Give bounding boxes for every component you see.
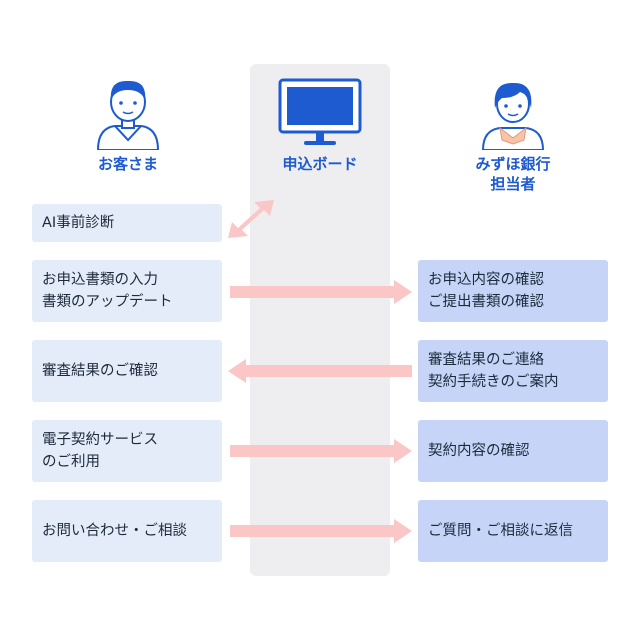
step-text: 電子契約サービス bbox=[42, 432, 158, 448]
arrow-left bbox=[228, 359, 412, 383]
board-column bbox=[250, 64, 390, 576]
step-ai-diagnosis: AI事前診断 bbox=[32, 204, 222, 242]
step-text: お申込内容の確認 bbox=[428, 272, 544, 288]
arrow-right bbox=[230, 280, 412, 304]
step-text: お申込書類の入力 bbox=[42, 272, 158, 288]
step-text: ご提出書類の確認 bbox=[428, 294, 544, 310]
staff-label-line2: 担当者 bbox=[490, 175, 536, 193]
board-actor: 申込ボード bbox=[260, 78, 380, 174]
step-review-result-notice: 審査結果のご連絡 契約手続きのご案内 bbox=[418, 340, 608, 402]
step-application-check: お申込内容の確認 ご提出書類の確認 bbox=[418, 260, 608, 322]
customer-actor: お客さま bbox=[78, 70, 178, 174]
step-contract-check: 契約内容の確認 bbox=[418, 420, 608, 482]
step-review-result-check: 審査結果のご確認 bbox=[32, 340, 222, 402]
monitor-icon bbox=[278, 78, 362, 145]
customer-avatar-icon bbox=[96, 80, 160, 150]
staff-avatar-icon bbox=[481, 82, 545, 150]
step-text: お問い合わせ・ご相談 bbox=[42, 523, 187, 539]
staff-actor: みずほ銀行 担当者 bbox=[463, 74, 563, 194]
step-text: のご利用 bbox=[42, 454, 100, 470]
step-text: 審査結果のご確認 bbox=[42, 363, 158, 379]
step-text: 書類のアップデート bbox=[42, 294, 173, 310]
arrow-right bbox=[230, 439, 412, 463]
step-inquiry: お問い合わせ・ご相談 bbox=[32, 500, 222, 562]
step-e-contract: 電子契約サービス のご利用 bbox=[32, 420, 222, 482]
step-text: AI事前診断 bbox=[42, 215, 115, 231]
step-text: ご質問・ご相談に返信 bbox=[428, 523, 573, 539]
board-label: 申込ボード bbox=[282, 155, 358, 173]
step-reply: ご質問・ご相談に返信 bbox=[418, 500, 608, 562]
step-text: 契約内容の確認 bbox=[428, 443, 530, 459]
customer-label: お客さま bbox=[97, 155, 158, 173]
staff-label-line1: みずほ銀行 bbox=[475, 155, 551, 173]
step-application-input: お申込書類の入力 書類のアップデート bbox=[32, 260, 222, 322]
step-text: 審査結果のご連絡 bbox=[428, 352, 544, 368]
step-text: 契約手続きのご案内 bbox=[428, 374, 559, 390]
arrow-right bbox=[230, 519, 412, 543]
bidirectional-arrow bbox=[228, 200, 274, 238]
